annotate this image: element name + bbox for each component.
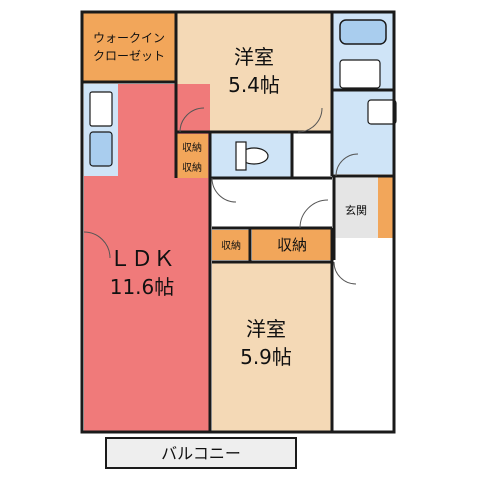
western-south-name: 洋室 [246,317,286,341]
toilet-tank-icon [367,99,397,125]
western-south-size: 5.9帖 [240,345,292,369]
balcony [105,437,297,469]
ldk-name: ＬＤＫ [109,247,175,272]
storage-left-label-1: 収納 [182,141,202,154]
counter-icon [89,91,113,127]
storage-left-label-2: 収納 [182,161,202,174]
sink-icon [89,131,113,167]
western-room-south [212,262,332,432]
walls [80,10,396,434]
storage-medium-label: 収納 [277,236,307,254]
walkin-closet-label-2: クローゼット [93,49,165,63]
corridor [210,178,332,228]
walkin-closet [82,12,176,82]
storage-medium [252,228,332,260]
western-north-name: 洋室 [234,45,274,69]
storage-strip-left [176,134,208,178]
door-swings [83,107,359,285]
western-north-size: 5.4帖 [228,73,280,97]
walkin-closet-label-1: ウォークイン [93,31,165,45]
washbasin-icon [339,59,381,89]
bathtub-icon [339,19,387,45]
storage-small-label: 収納 [221,239,241,252]
shoe-storage [378,176,394,238]
balcony-label: バルコニー [161,444,241,463]
toilet-2-tank-icon [235,141,247,171]
ldk-size: 11.6帖 [110,275,175,299]
entrance-label: 玄関 [345,203,367,217]
entrance-area [334,178,378,238]
storage-small [212,230,250,260]
